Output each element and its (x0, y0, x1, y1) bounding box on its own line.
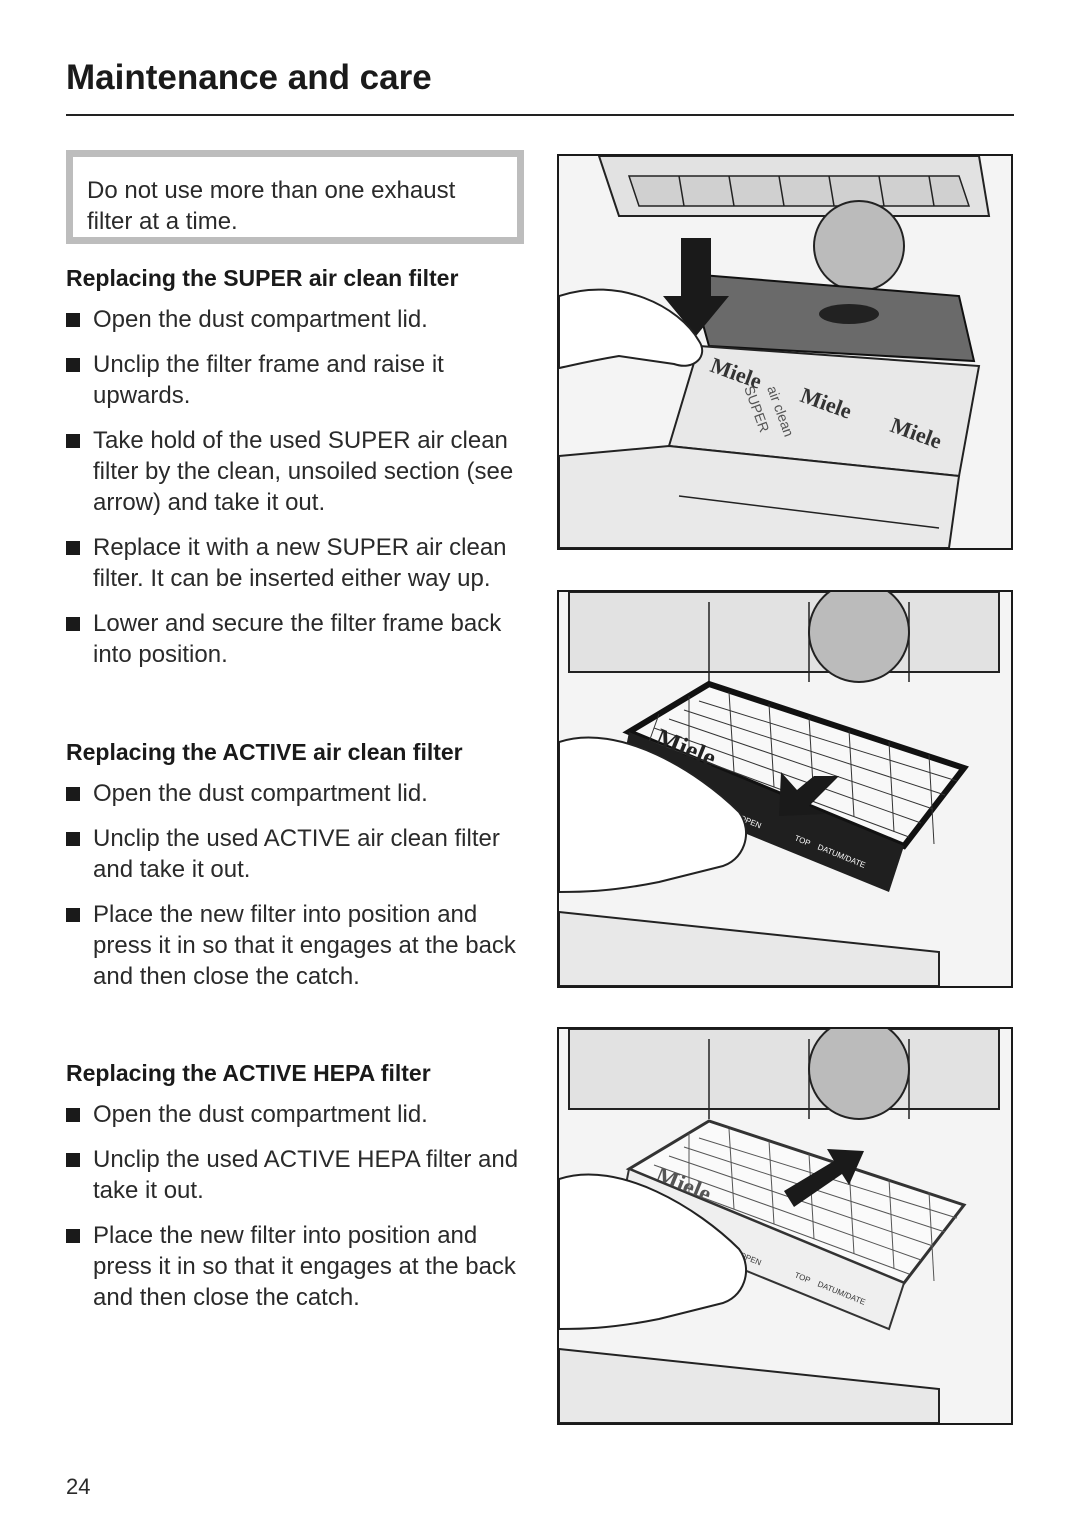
illustration-active-filter: Miele OPEN TOP DATUM/DATE (557, 590, 1013, 988)
bullet-square-icon (66, 1108, 80, 1122)
active-filter-drawing: Miele OPEN TOP DATUM/DATE (559, 592, 1011, 986)
up-arrow-icon (784, 1149, 864, 1207)
hand-illustration (559, 1173, 748, 1330)
step-list: Open the dust compartment lid. Unclip th… (66, 1099, 526, 1313)
list-item: Take hold of the used SUPER air clean fi… (66, 425, 526, 518)
step-text: Lower and secure the filter frame back i… (93, 610, 502, 668)
illustration-super-filter: Miele Miele Miele SUPER air clean (557, 154, 1013, 550)
bullet-square-icon (66, 908, 80, 922)
list-item: Unclip the used ACTIVE HEPA filter and t… (66, 1144, 526, 1206)
bullet-square-icon (66, 1229, 80, 1243)
page-number: 24 (66, 1474, 91, 1499)
section-super-filter: Replacing the SUPER air clean filter Ope… (66, 264, 526, 684)
step-text: Replace it with a new SUPER air clean fi… (93, 534, 507, 592)
bullet-square-icon (66, 541, 80, 555)
list-item: Place the new filter into position and p… (66, 899, 526, 992)
bullet-square-icon (66, 434, 80, 448)
step-text: Take hold of the used SUPER air clean fi… (93, 427, 514, 516)
hand-illustration (559, 288, 704, 370)
list-item: Open the dust compartment lid. (66, 1099, 526, 1130)
bullet-square-icon (66, 358, 80, 372)
step-text: Place the new filter into position and p… (93, 1222, 516, 1311)
list-item: Lower and secure the filter frame back i… (66, 608, 526, 670)
page-title: Maintenance and care (66, 58, 432, 97)
step-text: Unclip the used ACTIVE air clean filter … (93, 825, 500, 883)
bullet-square-icon (66, 787, 80, 801)
step-text: Unclip the used ACTIVE HEPA filter and t… (93, 1146, 519, 1204)
step-text: Place the new filter into position and p… (93, 901, 516, 990)
bullet-square-icon (66, 832, 80, 846)
list-item: Unclip the filter frame and raise it upw… (66, 349, 526, 411)
step-list: Open the dust compartment lid. Unclip th… (66, 304, 526, 670)
list-item: Place the new filter into position and p… (66, 1220, 526, 1313)
step-text: Open the dust compartment lid. (93, 780, 428, 807)
section-hepa-filter: Replacing the ACTIVE HEPA filter Open th… (66, 1059, 526, 1327)
title-divider (66, 114, 1014, 116)
bullet-square-icon (66, 1153, 80, 1167)
step-text: Open the dust compartment lid. (93, 306, 428, 333)
list-item: Open the dust compartment lid. (66, 304, 526, 335)
section-heading: Replacing the ACTIVE HEPA filter (66, 1060, 431, 1086)
warning-note-text: Do not use more than one exhaust filter … (87, 177, 456, 235)
super-filter-drawing: Miele Miele Miele SUPER air clean (559, 156, 1011, 548)
list-item: Open the dust compartment lid. (66, 778, 526, 809)
section-heading: Replacing the ACTIVE air clean filter (66, 739, 463, 765)
section-heading: Replacing the SUPER air clean filter (66, 265, 459, 291)
step-text: Unclip the filter frame and raise it upw… (93, 351, 444, 409)
step-list: Open the dust compartment lid. Unclip th… (66, 778, 526, 992)
section-active-filter: Replacing the ACTIVE air clean filter Op… (66, 738, 526, 1006)
list-item: Replace it with a new SUPER air clean fi… (66, 532, 526, 594)
step-text: Open the dust compartment lid. (93, 1101, 428, 1128)
list-item: Unclip the used ACTIVE air clean filter … (66, 823, 526, 885)
hand-illustration (559, 736, 748, 893)
warning-note-box: Do not use more than one exhaust filter … (66, 150, 524, 244)
bullet-square-icon (66, 313, 80, 327)
down-arrow-icon (663, 238, 729, 336)
hepa-filter-drawing: Miele OPEN TOP DATUM/DATE (559, 1029, 1011, 1423)
diagonal-arrow-icon (779, 772, 839, 816)
bullet-square-icon (66, 617, 80, 631)
illustration-hepa-filter: Miele OPEN TOP DATUM/DATE (557, 1027, 1013, 1425)
